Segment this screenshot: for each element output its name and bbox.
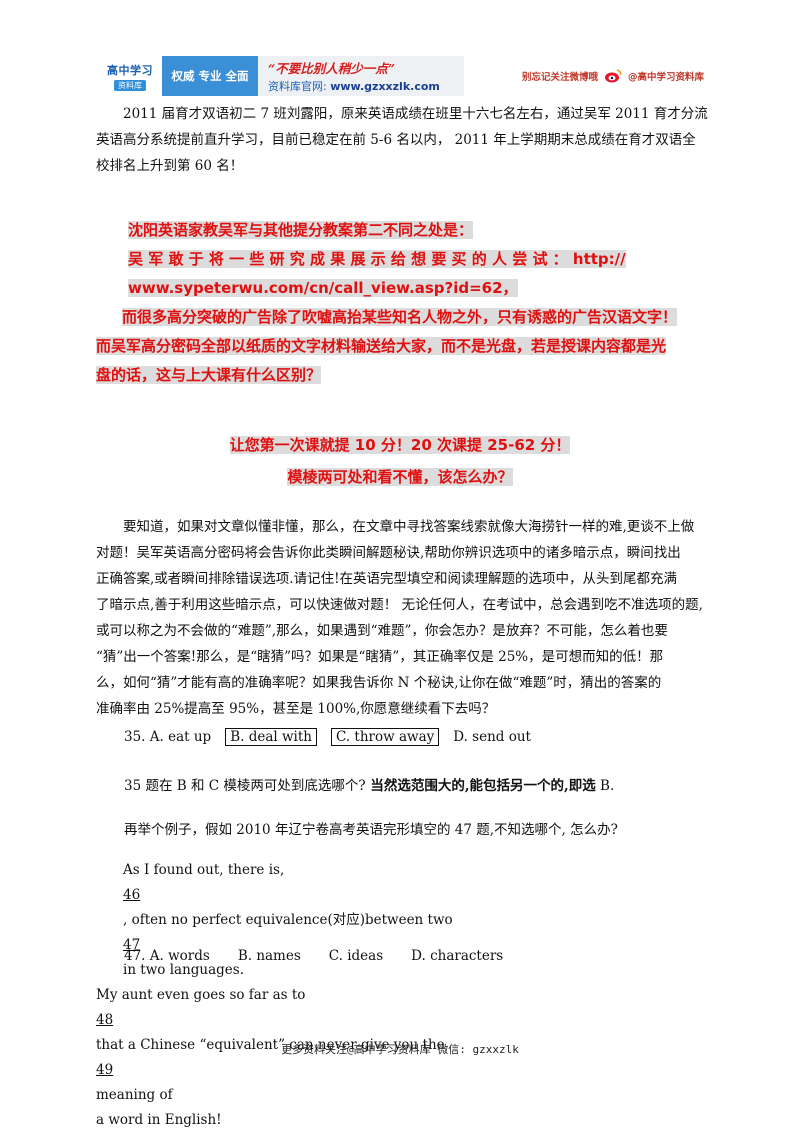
promo-line-1: 沈阳英语家教吴军与其他提分教案第二不同之处是： (128, 221, 474, 239)
tagline: 权威 专业 全面 (162, 56, 258, 96)
passage: As I found out, there is, 46 , often no … (96, 858, 708, 1133)
q47-option-b: B. names (237, 948, 301, 964)
promo-line-2: 吴 军 敢 于 将 一 些 研 究 成 果 展 示 给 想 要 买 的 人 尝 … (128, 250, 626, 268)
site-line: 资料库官网: www.gzxxzlk.com (268, 78, 464, 94)
site-label: 资料库官网: (268, 80, 327, 93)
red-promo-block: 沈阳英语家教吴军与其他提分教案第二不同之处是： 吴 军 敢 于 将 一 些 研 … (96, 216, 708, 390)
q47-option-d: D. characters (411, 948, 504, 964)
expl-line: 了暗示点,善于利用这些暗示点，可以快速做对题！ 无论任何人，在考试中，总会遇到吃… (96, 597, 703, 613)
promo-line-4: 而很多高分突破的广告除了吹嘘高抬某些知名人物之外，只有诱惑的广告汉语文字！ (122, 308, 678, 326)
blank-47: 47 (123, 937, 141, 953)
story-line-2: 英语高分系统提前直升学习，目前已稳定在前 5-6 名以内， 2011 年上学期期… (96, 132, 696, 148)
blank-46: 46 (123, 887, 141, 903)
story-line-3: 校排名上升到第 60 名！ (96, 158, 244, 174)
site-url[interactable]: www.gzxxzlk.com (330, 80, 440, 93)
student-story: 2011 届育才双语初二 7 班刘露阳，原来英语成绩在班里十六七名左右，通过吴军… (96, 101, 708, 179)
passage-line-2: My aunt even goes so far as to 48 that a… (96, 983, 708, 1108)
explanation-paragraph: 要知道，如果对文章似懂非懂，那么，在文章中寻找答案线索就像大海捞针一样的难,更谈… (96, 514, 708, 722)
passage-line-1: As I found out, there is, 46 , often no … (96, 858, 708, 983)
brand-logo: 高中学习 资料库 (98, 56, 162, 96)
blank-48: 48 (96, 1012, 114, 1028)
expl-line: 对题！吴军英语高分密码将会告诉你此类瞬间解题秘诀,帮助你辨识选项中的诸多暗示点，… (96, 545, 681, 561)
q35-option-c: C. throw away (330, 728, 440, 746)
expl-line: 么，如何“猜”才能有高的准确率呢？如果我告诉你 N 个秘诀,让你在做“难题”时，… (96, 675, 662, 691)
logo-subtitle: 资料库 (114, 79, 146, 91)
q35-answer: B. (595, 778, 615, 794)
expl-line: 准确率由 25%提高至 95%，甚至是 100%,你愿意继续看下去吗？ (96, 701, 496, 717)
weibo-icon (604, 69, 622, 83)
promo-line-6: 盘的话，这与上大课有什么区别？ (96, 366, 322, 384)
expl-line: “猜”出一个答案!那么，是“瞎猜”吗？如果是“瞎猜”，其正确率仅是 25%，是可… (96, 649, 664, 665)
logo-title: 高中学习 (107, 63, 153, 77)
q35-option-d: D. send out (453, 729, 531, 745)
slogan: “不要比别人稍少一点” (268, 61, 395, 76)
social-box: 别忘记关注微博哦 @高中学习资料库 (464, 56, 704, 96)
expl-line: 或可以称之为不会做的“难题”,那么，如果遇到“难题”，你会怎办？是放弃？不可能，… (96, 623, 668, 639)
expl-line: 正确答案,或者瞬间排除错误选项.请记住!在英语完型填空和阅读理解题的选项中，从头… (96, 571, 678, 587)
story-line-1: 2011 届育才双语初二 7 班刘露阳，原来英语成绩在班里十六七名左右，通过吴军… (123, 106, 708, 122)
q47-option-c: C. ideas (328, 948, 384, 964)
promo-line-5: 而吴军高分密码全部以纸质的文字材料输送给大家，而不是光盘，若是授课内容都是光 (96, 337, 667, 355)
expl-line: 要知道，如果对文章似懂非懂，那么，在文章中寻找答案线索就像大海捞针一样的难,更谈… (123, 519, 695, 535)
promo-link[interactable]: www.sypeterwu.com/cn/call_view.asp?id=62… (128, 279, 518, 297)
passage-line-3: a word in English! (96, 1112, 222, 1128)
slogan-box: “不要比别人稍少一点” 资料库官网: www.gzxxzlk.com (258, 56, 464, 96)
q47-option-a: 47. A. words (124, 948, 210, 964)
blank-49: 49 (96, 1062, 114, 1078)
headline-2: 模棱两可处和看不懂，该怎么办？ (287, 468, 513, 486)
page-footer: 更多资料关注@高中学习资料库 微信: gzxxzlk (281, 1043, 519, 1056)
question-47-options: 47. A. words B. names C. ideas D. charac… (124, 948, 503, 964)
q35-option-a: 35. A. eat up (124, 729, 212, 745)
q35-option-b: B. deal with (225, 728, 317, 746)
example-intro: 再举个例子，假如 2010 年辽宁卷高考英语完形填空的 47 题,不知选哪个, … (124, 822, 618, 838)
follow-text: 别忘记关注微博哦 (521, 72, 598, 83)
header-banner: 高中学习 资料库 权威 专业 全面 “不要比别人稍少一点” 资料库官网: www… (98, 56, 704, 96)
weibo-handle: @高中学习资料库 (627, 72, 704, 83)
q35-answer-rule: 当然选范围大的,能包括另一个的,即选 (365, 778, 596, 794)
q35-explanation: 35 题在 B 和 C 模棱两可处到底选哪个? 当然选范围大的,能包括另一个的,… (124, 778, 615, 794)
question-35-options: 35. A. eat up B. deal with C. throw away… (124, 728, 531, 746)
headline-1: 让您第一次课就提 10 分！20 次课提 25-62 分！ (229, 436, 571, 454)
